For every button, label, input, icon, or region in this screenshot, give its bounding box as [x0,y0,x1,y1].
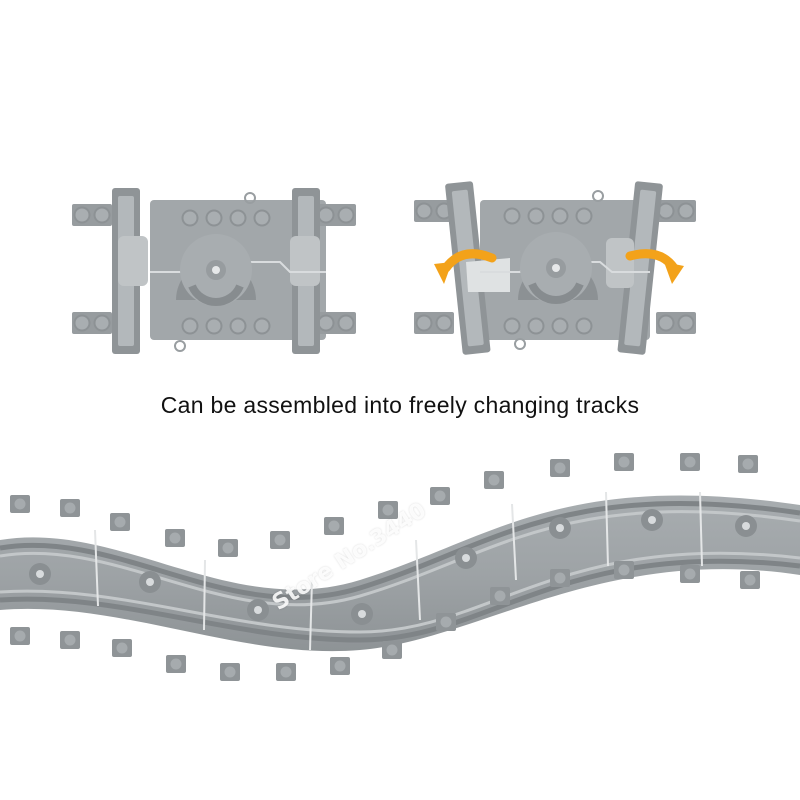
caption-text: Can be assembled into freely changing tr… [160,392,640,418]
curved-rotation-arrow-icon [625,249,684,284]
curved-rotation-arrow-icon [434,249,497,284]
flexible-track-piece-flexed [414,181,696,355]
assembled-curved-track [0,453,800,681]
flexible-track-piece-straight [72,188,356,354]
